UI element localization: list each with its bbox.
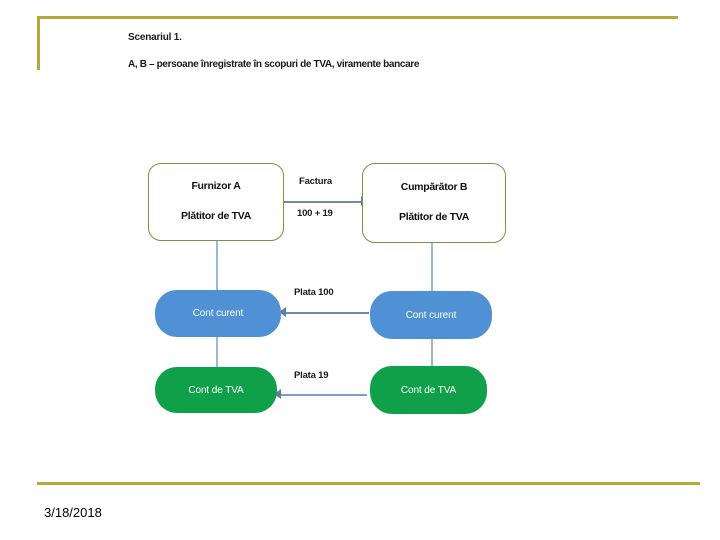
node-cont-tva-b-label: Cont de TVA [400, 384, 457, 396]
node-cont-tva-b[interactable]: Cont de TVA [370, 366, 487, 414]
connector-cumparator-to-cont-curent-b [431, 243, 433, 292]
node-cumparator-b-title: Cumpărător B [400, 181, 468, 194]
node-cont-curent-a-label: Cont curent [192, 308, 244, 319]
connector-cont-curent-b-to-cont-tva-b [431, 339, 433, 367]
node-cont-curent-b[interactable]: Cont curent [370, 291, 492, 339]
bottom-horizontal-rule [37, 482, 700, 485]
slide-date: 3/18/2018 [44, 505, 102, 520]
node-cont-tva-a[interactable]: Cont de TVA [155, 367, 277, 413]
edge-label-plata-100: Plata 100 [294, 287, 334, 298]
node-furnizor-a-subtitle: Plătitor de TVA [181, 210, 251, 222]
node-cont-curent-b-label: Cont curent [405, 309, 457, 321]
top-left-vertical-rule [37, 16, 40, 70]
connector-cont-curent-a-to-cont-tva-a [216, 337, 218, 368]
connector-furnizor-to-cont-curent-a [216, 241, 218, 291]
edge-label-plata-19: Plata 19 [294, 370, 329, 381]
node-cont-curent-a[interactable]: Cont curent [155, 290, 281, 337]
node-cumparator-b-subtitle: Plătitor de TVA [399, 211, 469, 223]
scenario-title: Scenariul 1. [128, 32, 182, 43]
edge-label-factura: Factura [299, 176, 332, 187]
node-furnizor-a-title: Furnizor A [191, 180, 241, 193]
node-furnizor-a[interactable]: Furnizor A Plătitor de TVA [148, 163, 284, 241]
top-horizontal-rule [37, 16, 678, 19]
scenario-subtitle: A, B – persoane înregistrate în scopuri … [128, 59, 420, 70]
edge-plata-19-line [281, 394, 367, 396]
arrow-head-left-icon [274, 389, 281, 399]
edge-label-factura-amount: 100 + 19 [297, 208, 333, 219]
node-cont-tva-a-label: Cont de TVA [188, 384, 244, 396]
arrow-head-left-icon [279, 307, 286, 317]
slide-heading: Scenariul 1. A, B – persoane înregistrat… [128, 32, 548, 70]
node-cumparator-b[interactable]: Cumpărător B Plătitor de TVA [362, 163, 506, 243]
edge-factura-line [284, 201, 363, 203]
edge-plata-100-line [285, 312, 369, 314]
